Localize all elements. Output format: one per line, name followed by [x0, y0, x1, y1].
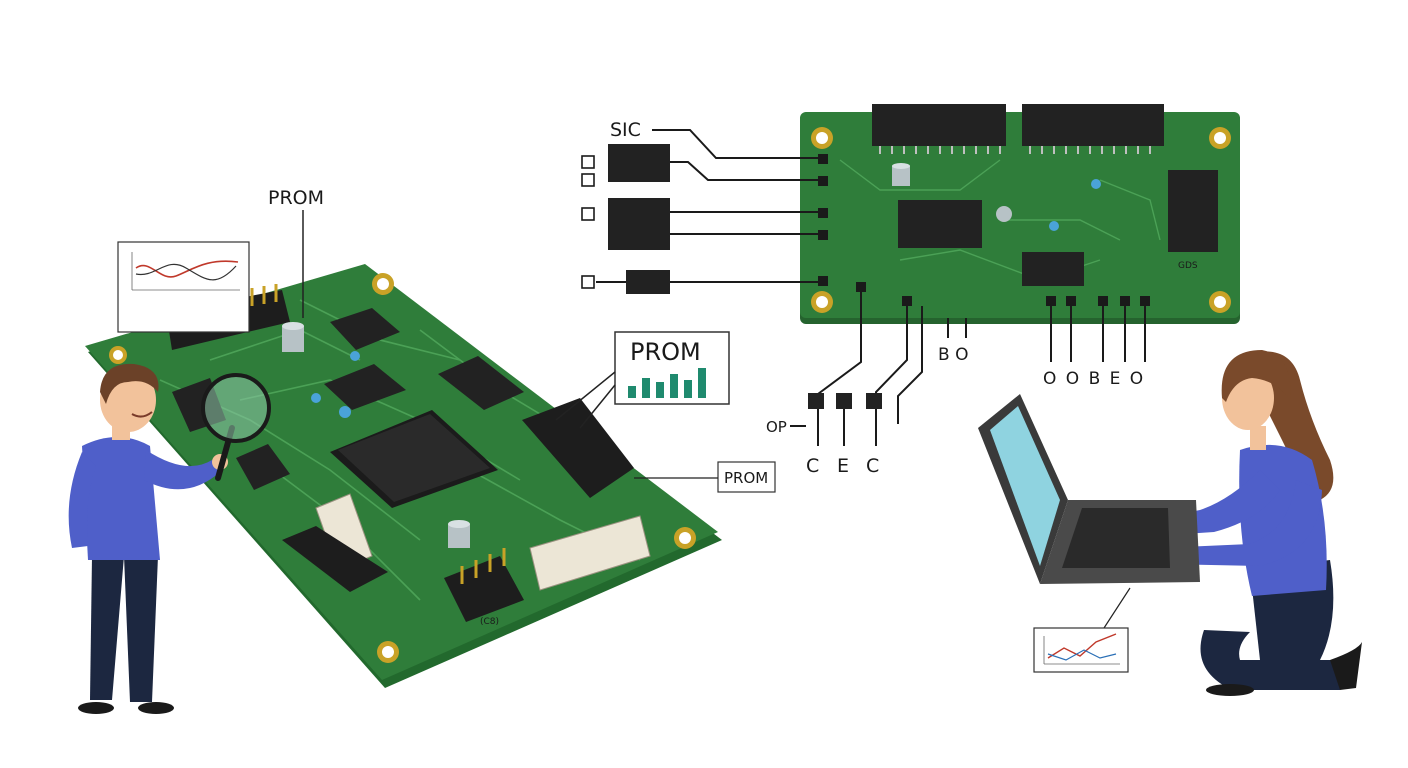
bottom-letter: C [866, 455, 879, 477]
pin-header [522, 398, 634, 498]
right-board-left-wiring [596, 129, 820, 283]
pin-header [444, 556, 524, 622]
chip [324, 364, 406, 410]
chip [872, 104, 1006, 146]
mount-hole [811, 291, 833, 313]
bottom-letter-row: O O B E O [1043, 369, 1145, 389]
capacitor [311, 393, 321, 403]
silk-label: (C8) [480, 617, 499, 627]
prom-label-big: PROM [630, 338, 701, 366]
bottom-letter: C [806, 455, 819, 477]
sic-label: SIC [610, 119, 641, 141]
side-box-column [581, 155, 595, 289]
prom-small-callout: PROM [634, 461, 776, 493]
chip [1168, 170, 1218, 252]
b-o-label: B O [938, 345, 968, 365]
chip [236, 444, 290, 490]
magnifier-icon [201, 373, 271, 481]
capacitor [1049, 221, 1059, 231]
capacitor [339, 406, 351, 418]
bar-chart-icon [628, 368, 706, 398]
capacitor [282, 322, 304, 352]
silk-label: GDS [1178, 261, 1198, 271]
woman-figure [1140, 350, 1362, 696]
component-block [608, 198, 670, 250]
connector-base [282, 526, 388, 592]
main-chip [330, 410, 498, 508]
man-figure [68, 363, 228, 714]
mount-hole [109, 346, 127, 364]
component-block [626, 270, 670, 294]
laptop-icon [978, 394, 1200, 584]
mount-hole [811, 127, 833, 149]
bottom-letter: E [837, 455, 849, 477]
mount-hole [1209, 127, 1231, 149]
left-pcb: (C8) [85, 264, 722, 688]
line-chart-icon [117, 241, 250, 333]
capacitor [996, 206, 1012, 222]
mount-hole [674, 527, 696, 549]
prom-label-top: PROM [268, 187, 324, 209]
connector [529, 515, 651, 591]
component-block [608, 144, 670, 182]
mount-hole [372, 273, 394, 295]
prom-bar-callout: PROM [555, 331, 730, 429]
mount-hole [1209, 291, 1231, 313]
capacitor [448, 520, 470, 548]
chip [438, 356, 524, 410]
chip [898, 200, 982, 248]
right-pcb: GDS [800, 104, 1240, 324]
chip [1022, 252, 1084, 286]
capacitor [892, 163, 910, 186]
capacitor [1091, 179, 1101, 189]
laptop-line-chart-icon [1033, 587, 1131, 673]
chip [1022, 104, 1164, 146]
op-label: OP [766, 418, 787, 436]
mount-hole [377, 641, 399, 663]
chip [330, 308, 400, 350]
capacitor [350, 351, 360, 361]
prom-label-small: PROM [724, 469, 768, 487]
